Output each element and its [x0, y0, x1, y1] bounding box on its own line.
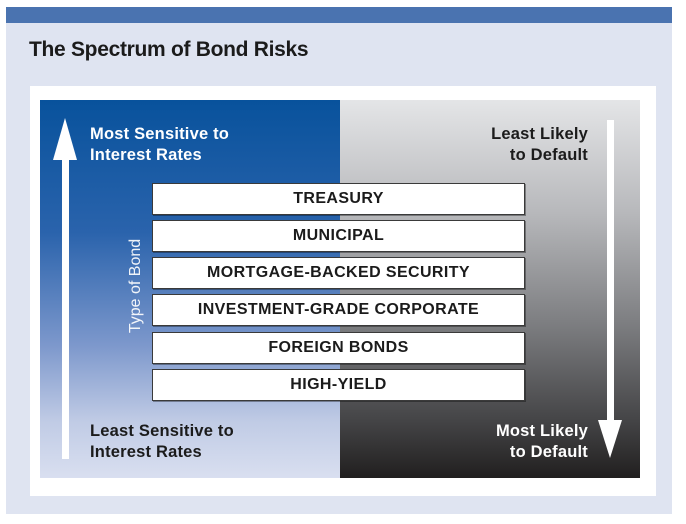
least-sensitive-label-line2: Interest Rates: [90, 443, 202, 461]
most-likely-default-label: Most Likely to Default: [496, 421, 588, 463]
interest-rate-sensitivity-panel: [40, 100, 340, 478]
top-accent-bar: [6, 7, 672, 23]
arrow-down-icon-shaft: [607, 120, 614, 430]
most-sensitive-label-line2: Interest Rates: [90, 146, 202, 164]
least-likely-default-label: Least Likely to Default: [491, 124, 588, 166]
most-likely-default-label-line2: to Default: [509, 443, 588, 461]
most-likely-default-label-line1: Most Likely: [495, 422, 588, 440]
bond-type-high-yield: HIGH-YIELD: [152, 369, 525, 401]
least-sensitive-label-line1: Least Sensitive to: [90, 422, 234, 440]
least-sensitive-label: Least Sensitive to Interest Rates: [90, 421, 234, 463]
bond-type-municipal: MUNICIPAL: [152, 220, 525, 252]
bond-type-foreign: FOREIGN BONDS: [152, 332, 525, 364]
default-risk-panel: [340, 100, 640, 478]
bond-type-investment-grade-corporate: INVESTMENT-GRADE CORPORATE: [152, 294, 525, 326]
least-likely-default-label-line1: Least Likely: [491, 125, 588, 143]
page-title: The Spectrum of Bond Risks: [29, 38, 309, 61]
arrow-up-icon: [53, 118, 77, 160]
bond-type-mortgage-backed: MORTGAGE-BACKED SECURITY: [152, 257, 525, 289]
least-likely-default-label-line2: to Default: [509, 146, 588, 164]
type-of-bond-axis-label: Type of Bond: [127, 238, 144, 334]
most-sensitive-label: Most Sensitive to Interest Rates: [90, 124, 229, 166]
arrow-up-icon-shaft: [62, 140, 69, 459]
bond-type-treasury: TREASURY: [152, 183, 525, 215]
most-sensitive-label-line1: Most Sensitive to: [90, 125, 230, 143]
arrow-down-icon: [598, 420, 622, 458]
